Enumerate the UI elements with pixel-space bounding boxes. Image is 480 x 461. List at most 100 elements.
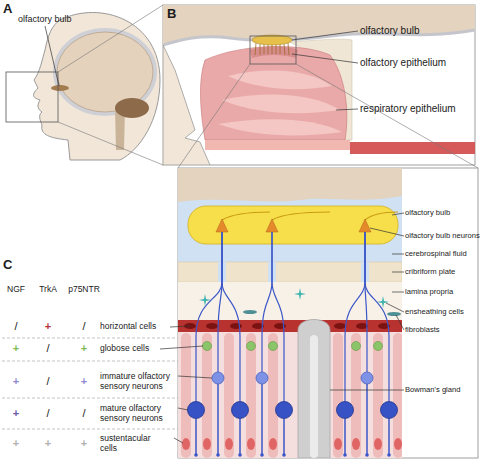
sustentacular-nucleus (182, 438, 190, 450)
epithelium-illustration (216, 219, 228, 232)
leader-line (330, 390, 404, 391)
row-separator (2, 338, 178, 429)
epithelium-illustration (178, 320, 402, 332)
nose-section-illustration (260, 44, 261, 55)
nose-section-illustration (205, 140, 350, 150)
sustentacular-nucleus (352, 438, 360, 450)
axon (272, 232, 284, 402)
dendritic-knob (343, 453, 347, 457)
column-header: p75NTR (64, 284, 104, 294)
dendritic-knob (365, 453, 369, 457)
nose-section-illustration (288, 43, 289, 55)
sustentacular-cell (202, 333, 212, 458)
head-illustration (115, 98, 149, 118)
table-cell: + (33, 437, 63, 450)
nose-section-illustration (200, 46, 346, 140)
dendrite (388, 419, 390, 456)
part-label: Bowman's gland (405, 385, 479, 394)
sustentacular-cell (351, 333, 361, 458)
part-label: respiratory epithelium (360, 103, 475, 115)
zoom-line (296, 64, 478, 168)
mature-neuron (381, 402, 398, 419)
leader-line (170, 326, 190, 327)
head-illustration (51, 85, 69, 91)
nose-section-illustration (252, 35, 292, 45)
leader-line (396, 315, 404, 330)
leader-line (178, 408, 188, 410)
panel-frame (178, 168, 478, 458)
epithelium-illustration (178, 262, 402, 282)
part-label: cerebrospinal fluid (405, 249, 479, 258)
dendritic-knob (238, 453, 242, 457)
sustentacular-cell (246, 333, 256, 458)
epithelium-illustration (222, 212, 398, 220)
mature-neuron (188, 402, 205, 419)
table-cell: / (1, 320, 31, 333)
leader-line (160, 326, 212, 443)
dendrite (239, 419, 241, 456)
sustentacular-cell (268, 333, 278, 458)
table-cell: / (33, 342, 63, 355)
immature-neuron (361, 372, 373, 384)
table-cell: / (33, 407, 63, 420)
zoom-line (58, 5, 163, 72)
sustentacular-nucleus (334, 438, 342, 450)
column-header: TrkA (33, 284, 63, 294)
horizontal-cell (334, 323, 346, 329)
leader-line (174, 438, 183, 443)
epithelium-illustration (178, 332, 402, 458)
leader-line (178, 376, 212, 378)
axon (222, 232, 240, 402)
leader-line (330, 213, 404, 390)
part-label: olfactory bulb neurons (405, 231, 479, 240)
dendrite (261, 384, 263, 455)
epithelium-illustration (178, 168, 402, 262)
globose-cell (203, 342, 212, 351)
immature-neuron (256, 372, 268, 384)
epithelium-illustration (178, 168, 402, 202)
ensheathing-cell (377, 296, 389, 308)
leader-line (336, 109, 358, 110)
row-separator (2, 429, 178, 430)
mature-neuron (232, 402, 249, 419)
table-cell: + (1, 437, 31, 450)
row-separator (2, 338, 178, 339)
nose-section-illustration (268, 44, 269, 54)
leader-line (392, 213, 404, 215)
nose-section-illustration (218, 119, 342, 135)
globose-cell (352, 342, 361, 351)
leader-line (45, 26, 59, 86)
epithelium-illustration (218, 262, 369, 282)
dendrite (344, 419, 346, 456)
sustentacular-nucleus (203, 438, 211, 450)
leader-line (392, 272, 404, 273)
part-label: olfactory bulb (18, 14, 98, 25)
nose-section-illustration (163, 5, 475, 45)
dendritic-knob (260, 453, 264, 457)
globose-cell (374, 342, 383, 351)
zoom-frame (6, 72, 58, 122)
epithelium-illustration (359, 219, 371, 232)
epithelium-illustration (178, 282, 402, 320)
panel-letter: C (3, 257, 23, 273)
column-header: NGF (1, 284, 31, 294)
table-cell: + (69, 342, 99, 355)
dendrite (195, 419, 197, 456)
table-cell: + (1, 342, 31, 355)
epithelium-illustration (222, 212, 270, 220)
horizontal-cell (206, 323, 218, 329)
table-cell: + (1, 375, 31, 388)
nose-section-illustration (255, 43, 256, 55)
leader-line (160, 346, 203, 349)
table-cell: / (69, 320, 99, 333)
sustentacular-cell (181, 333, 402, 458)
sustentacular-cell (181, 333, 191, 458)
row-label: sustentacular cells (100, 433, 160, 453)
axon (262, 232, 272, 372)
leader-line (370, 228, 404, 236)
cell (184, 232, 401, 457)
nose-section-illustration (264, 44, 265, 54)
zoom-frame (250, 36, 296, 64)
